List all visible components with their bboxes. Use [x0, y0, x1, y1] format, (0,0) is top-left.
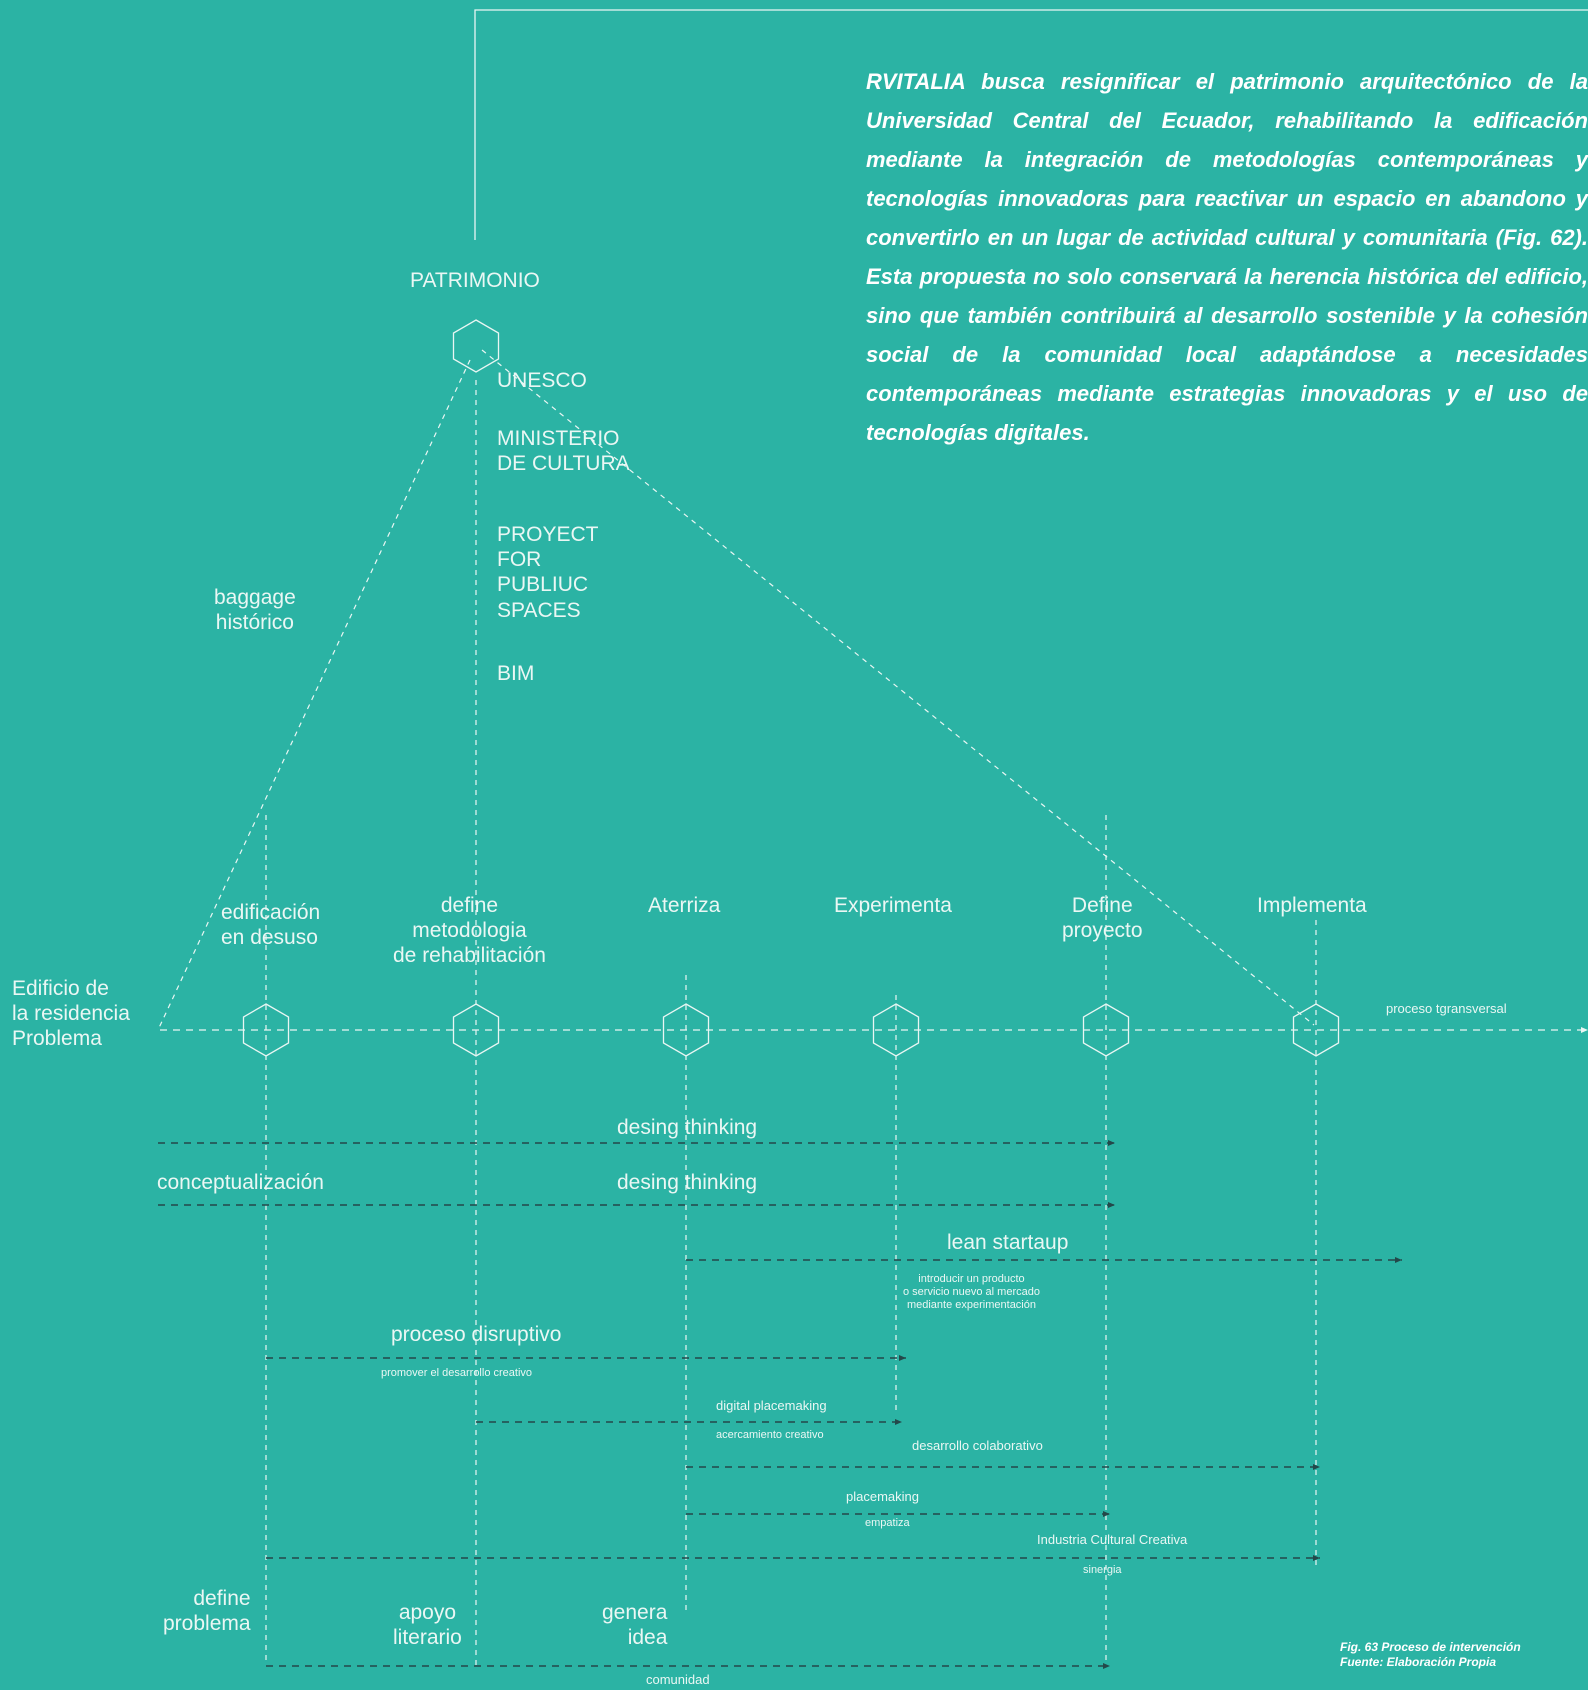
method-empatiza: empatiza: [865, 1517, 910, 1529]
method-proceso-disruptivo: proceso disruptivo: [391, 1323, 562, 1346]
method-design-thinking-1: desing thinking: [617, 1116, 758, 1139]
hex-node-edificacion: [242, 1003, 290, 1057]
bottom-define-problema: define problema: [163, 1587, 251, 1636]
method-conceptualizacion: conceptualización: [157, 1171, 324, 1194]
baggage-label: baggage histórico: [214, 586, 296, 635]
method-design-thinking-2: desing thinking: [617, 1171, 758, 1194]
hex-node-metodologia: [452, 1003, 500, 1057]
stage-label-define-metodologia: define metodologia de rehabilitación: [393, 894, 546, 968]
method-lean-startup: lean startaup: [947, 1231, 1069, 1254]
method-desarrollo-colaborativo: desarrollo colaborativo: [912, 1438, 1043, 1453]
stage-label-define-proyecto: Define proyecto: [1062, 894, 1143, 943]
bim-label: BIM: [497, 662, 535, 685]
method-acercamiento: acercamiento creativo: [716, 1429, 824, 1441]
bottom-apoyo-literario: apoyo literario: [393, 1601, 462, 1650]
intro-paragraph: RVITALIA busca resignificar el patrimoni…: [866, 69, 1588, 445]
process-label: proceso tgransversal: [1386, 1001, 1507, 1016]
stage-label-aterriza: Aterriza: [648, 894, 721, 917]
bottom-comunidad: comunidad: [646, 1672, 710, 1687]
method-industria-cultural: Industria Cultural Creativa: [1037, 1532, 1188, 1547]
bottom-genera-idea: genera idea: [602, 1601, 668, 1650]
hex-node-experimenta: [872, 1003, 920, 1057]
method-lean-desc: introducir un producto o servicio nuevo …: [903, 1273, 1040, 1312]
patrimonio-label: PATRIMONIO: [410, 269, 540, 292]
pps-label: PROYECT FOR PUBLIUC SPACES: [497, 523, 599, 622]
hex-node-implementa: [1292, 1003, 1340, 1057]
stage-label-edificacion: edificación en desuso: [221, 901, 321, 950]
method-disruptivo-desc: promover el desarrollo creativo: [381, 1367, 533, 1379]
unesco-label: UNESCO: [497, 369, 587, 392]
hex-node-define-proyecto: [1082, 1003, 1130, 1057]
ministerio-label: MINISTERIO DE CULTURA: [497, 427, 630, 476]
diagonal-right: [481, 349, 1315, 1026]
method-placemaking: placemaking: [846, 1489, 919, 1504]
origin-label: Edificio de la residencia Problema: [12, 977, 130, 1051]
stage-label-implementa: Implementa: [1257, 894, 1367, 917]
diagonal-left: [157, 359, 471, 1031]
stage-label-experimenta: Experimenta: [834, 894, 952, 917]
hex-node-aterriza: [662, 1003, 710, 1057]
frame-line: [474, 9, 1588, 240]
hex-node-patrimonio: [452, 319, 500, 373]
figure-caption: Fig. 63 Proceso de intervención Fuente: …: [1340, 1640, 1521, 1669]
method-sinergia: sinergia: [1083, 1564, 1122, 1576]
method-digital-placemaking: digital placemaking: [716, 1398, 827, 1413]
